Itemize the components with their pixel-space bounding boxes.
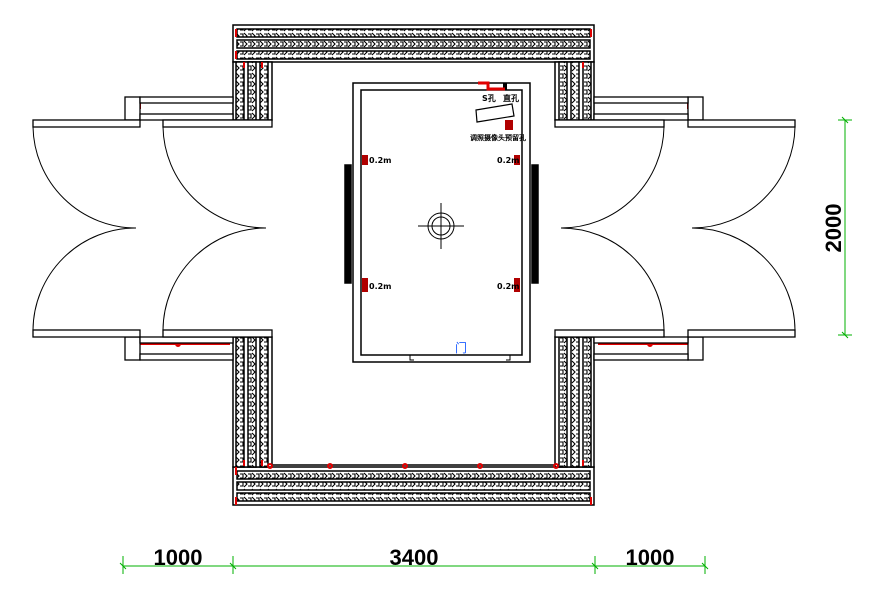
- door-swings: [32, 126, 796, 331]
- dimension-center: 3400: [390, 545, 439, 570]
- clearance-label-tl: 0.2m: [369, 156, 392, 165]
- door-frames: [32, 96, 796, 361]
- center-symbol: [418, 203, 464, 249]
- clearance-label-br: 0.2m: [497, 282, 520, 291]
- inner-room: [344, 81, 539, 363]
- door-label: 门: [455, 340, 467, 355]
- dimension-height: 2000: [821, 204, 846, 253]
- camera-hole-label: 调照摄像头预留孔: [470, 133, 526, 142]
- dimension-lines: [119, 116, 852, 574]
- clearance-label-tr: 0.2m: [497, 156, 520, 165]
- dimension-left: 1000: [154, 545, 203, 570]
- dimension-right: 1000: [626, 545, 675, 570]
- clearance-markers: [362, 155, 520, 292]
- straight-hole-label: 直孔: [503, 93, 519, 103]
- top-wall: [232, 24, 595, 121]
- s-hole-label: S孔: [482, 93, 496, 103]
- clearance-label-bl: 0.2m: [369, 282, 392, 291]
- camera-icon: [475, 103, 515, 130]
